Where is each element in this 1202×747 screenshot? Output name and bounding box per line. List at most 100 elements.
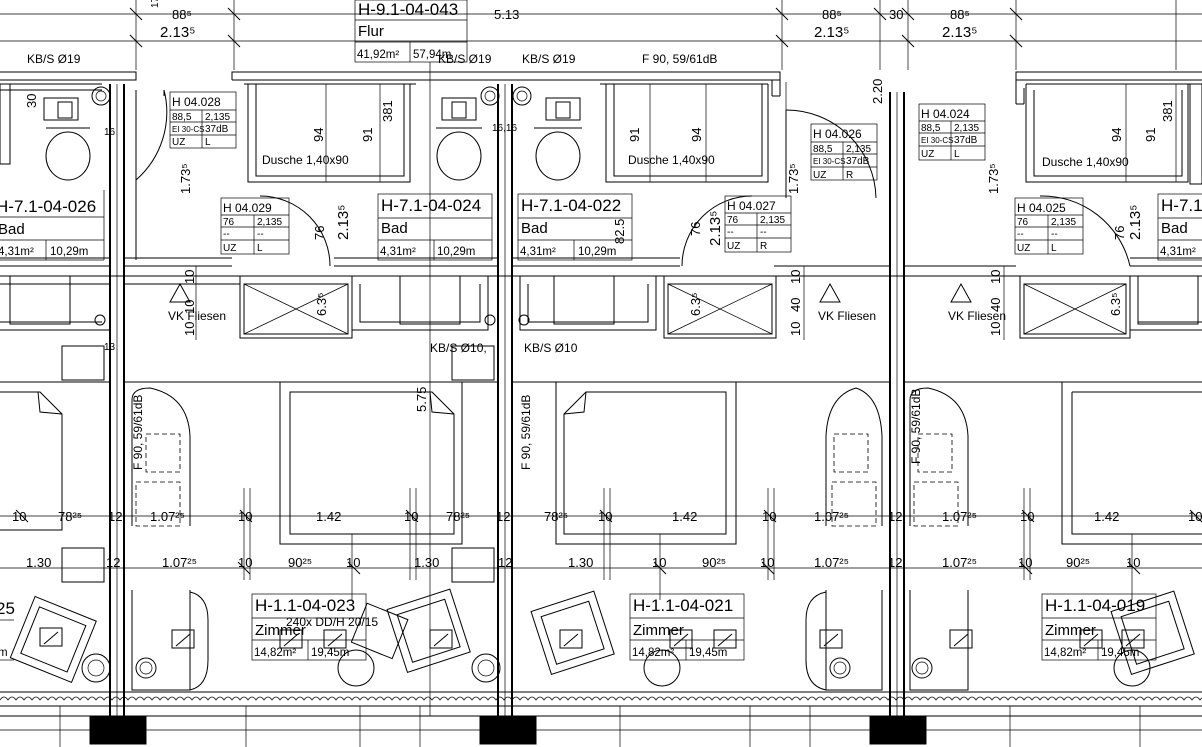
r2-130-a: 1.30 (26, 555, 51, 570)
dim-30-top: 30 (889, 7, 903, 22)
d025-c: -- (1017, 229, 1024, 240)
dim-76-b: 76 (688, 222, 703, 236)
room-label-bad-right: H-7.1 Bad 4,31m² (1157, 193, 1202, 261)
r2-10-c: 10 (652, 555, 666, 570)
vk-fliesen-markers: VK Fliesen VK Fliesen VK Fliesen (168, 282, 1006, 323)
door-tag-029: H 04.029 76 2,135 -- -- UZ L (220, 197, 290, 255)
bad-right-area: 4,31m² (1160, 246, 1196, 258)
zim-left-code: 25 (0, 599, 15, 618)
bad-right-code: H-7.1 (1161, 196, 1202, 215)
flur-perimeter: 57,94m (413, 49, 451, 61)
dim-40-b: 40 (988, 298, 1003, 312)
top-dimension-chain: 88⁵ 2.13⁵ 17 5.13 88⁵ 2.13⁵ 30 88⁵ 2.13⁵ (0, 0, 1202, 70)
bed-note: 240x DD/H 20/15 (286, 615, 378, 629)
dim-575: 5.75 (414, 387, 429, 412)
d024-code: H 04.024 (921, 107, 970, 121)
dim-10-f: 10 (988, 270, 1003, 284)
dim-381-b: 381 (1160, 100, 1175, 122)
door-tag-026: H 04.026 88,5 2,135 EI 30-CS 37dB UZ R (810, 123, 878, 181)
door-swings-top (135, 82, 1131, 267)
r1-78-a: 78²⁵ (58, 509, 82, 524)
bad-right-name: Bad (1161, 220, 1188, 237)
dusche-label-2: Dusche 1,40x90 (628, 153, 715, 167)
d024-a: 88,5 (921, 123, 941, 134)
dim-825: 82.5 (612, 219, 627, 244)
d029-f: L (257, 243, 263, 254)
r2-10-f: 10 (1126, 555, 1140, 570)
d029-code: H 04.029 (223, 201, 272, 215)
f90-label-top: F 90, 59/61dB (642, 52, 717, 66)
dim-213-left: 2.13⁵ (160, 24, 195, 41)
bad-026-perimeter: 10,29m (50, 246, 88, 258)
dim-220: 2.20 (870, 79, 885, 104)
d027-c: -- (727, 227, 734, 238)
r2-10-e: 10 (1018, 555, 1032, 570)
dim-213-b: 2.13⁵ (707, 211, 724, 246)
sockets (39, 627, 1145, 649)
d028-a: 88,5 (172, 112, 192, 123)
r1-10-f: 10 (1020, 509, 1034, 524)
zim-021-name: Zimmer (633, 622, 684, 639)
flur-area: 41,92m² (357, 49, 399, 61)
d028-d: 37dB (205, 124, 229, 135)
f90-v-label-3: F 90, 59/61dB (909, 389, 923, 464)
d027-f: R (760, 241, 767, 252)
r1-12-c: 12 (888, 509, 902, 524)
dim-10-c: 10 (182, 322, 197, 336)
dim-16-a: 16 (104, 127, 116, 138)
door-tag-027: H 04.027 76 2,135 -- -- UZ R (724, 195, 792, 253)
r1-10-c: 10 (404, 509, 418, 524)
d026-d: 37dB (846, 156, 870, 167)
d027-d: -- (760, 227, 767, 238)
kbs-low-label-1: KB/S Ø10, (430, 341, 487, 355)
room-label-flur: H-9.1-04-043 Flur 41,92m² 57,94m (354, 0, 468, 63)
d027-e: UZ (727, 241, 740, 252)
zim-019-name: Zimmer (1045, 622, 1096, 639)
d024-b: 2,135 (954, 123, 979, 134)
f90-v-label-1: F 90, 59/61dB (131, 395, 145, 470)
flur-code: H-9.1-04-043 (358, 0, 458, 19)
d026-f: R (846, 170, 853, 181)
bad-022-code: H-7.1-04-022 (521, 196, 621, 215)
dim-173-c: 1.73⁵ (986, 163, 1001, 194)
r2-12-c: 12 (888, 555, 902, 570)
zim-023-name: Zimmer (255, 622, 306, 639)
d029-a: 76 (223, 217, 235, 228)
d025-e: UZ (1017, 243, 1030, 254)
d025-code: H 04.025 (1017, 201, 1066, 215)
d024-e: UZ (921, 149, 934, 160)
d029-e: UZ (223, 243, 236, 254)
zim-023-code: H-1.1-04-023 (255, 596, 355, 615)
dim-13: 13 (104, 342, 116, 353)
dim-91-a: 91 (360, 128, 375, 142)
zim-019-area: 14,82m² (1044, 647, 1086, 659)
d026-b: 2,135 (846, 144, 871, 155)
dusche-label-1: Dusche 1,40x90 (262, 153, 349, 167)
room-label-zimmer-019: H-1.1-04-019 Zimmer 14,82m² 19,45m (1041, 593, 1157, 661)
d024-c: EI 30-CS (921, 136, 953, 145)
zim-021-code: H-1.1-04-021 (633, 596, 733, 615)
door-tag-024: H 04.024 88,5 2,135 EI 30-CS 37dB UZ L (918, 103, 986, 161)
dim-30-v: 30 (24, 94, 39, 108)
room-label-zimmer-021: H-1.1-04-021 Zimmer 14,82m² 19,45m (629, 593, 745, 661)
d026-a: 88,5 (813, 144, 833, 155)
r1-12-b: 12 (496, 509, 510, 524)
dim-88-r2: 88⁵ (950, 7, 970, 22)
d029-d: -- (257, 229, 264, 240)
dim-88-left: 88⁵ (172, 7, 192, 22)
dim-76-c: 76 (1112, 226, 1127, 240)
dim-94-a: 94 (311, 128, 326, 142)
horizontal-dim-row1: 10 78²⁵ 12 1.07²⁵ 10 1.42 10 78²⁵ 12 78²… (0, 509, 1202, 524)
dim-40-a: 40 (788, 298, 803, 312)
shaft-boxes (243, 283, 1127, 335)
r2-10-d: 10 (760, 555, 774, 570)
pipes (94, 314, 530, 326)
d029-b: 2,135 (257, 217, 282, 228)
r2-90-b: 90²⁵ (702, 555, 726, 570)
door-tag-025: H 04.025 76 2,135 -- -- UZ L (1014, 197, 1084, 255)
room-label-zimmer-left: 25 m (0, 599, 15, 661)
kbs-label-mid1: KB/S Ø19 (438, 52, 492, 66)
dim-213-r1: 2.13⁵ (814, 24, 849, 41)
d025-d: -- (1051, 229, 1058, 240)
zim-021-area: 14,82m² (632, 647, 674, 659)
